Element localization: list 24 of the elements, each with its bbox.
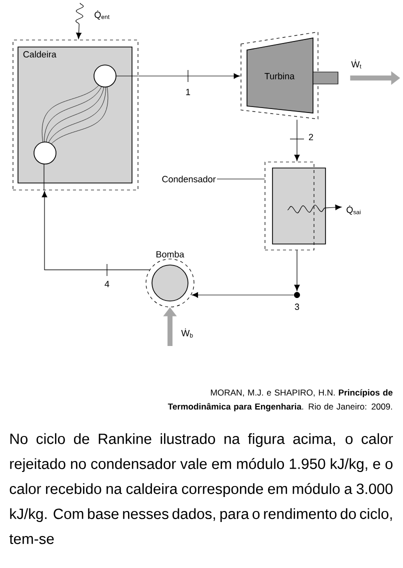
edge-label: 4: [104, 280, 110, 288]
arrow: [192, 292, 294, 298]
turbine-drawing: Turbina: [240, 32, 338, 120]
energy-arrow: [287, 204, 342, 214]
question-text: No ciclo de Rankine ilustrado na figura acima, o calor rejeitado no condensador vale em módulo 1.950 kJ/kg, e o calor recebido na caldeira corresponde em módulo a 3.000 kJ/kg. Com base nesses dados, para o rendimento do ciclo, tem-se: [9, 433, 393, 544]
edge-label: Ẇ$_{t}$: [351, 60, 362, 68]
boiler-drawing: Caldeira: [12, 40, 138, 190]
pump-drawing: Bomba: [146, 250, 194, 308]
node-label: Bomba: [156, 250, 184, 258]
caption: MORAN, M.J. e SHAPIRO, H.N. Princípios de Termodinâmica para Engenharia. Rio de Janeiro: 2009.: [168, 389, 392, 412]
energy-arrow: [75, 2, 84, 39]
arrow: [294, 250, 300, 292]
edge-label: Ẇ$_{b}$: [181, 328, 193, 338]
leader-line: [216, 178, 265, 180]
condenser-drawing: [264, 162, 326, 250]
edge-label: 1: [186, 88, 190, 96]
arrow: [138, 73, 240, 79]
component-label: Condensador: [162, 176, 216, 182]
edge-label: Q̇$_{ent}$: [94, 10, 110, 20]
arrow: [294, 119, 300, 161]
arrow: [42, 191, 150, 270]
state-number: 3: [294, 304, 300, 310]
edge-label: Q̇$_{sai}$: [346, 205, 360, 215]
edge-label: 2: [308, 134, 314, 140]
